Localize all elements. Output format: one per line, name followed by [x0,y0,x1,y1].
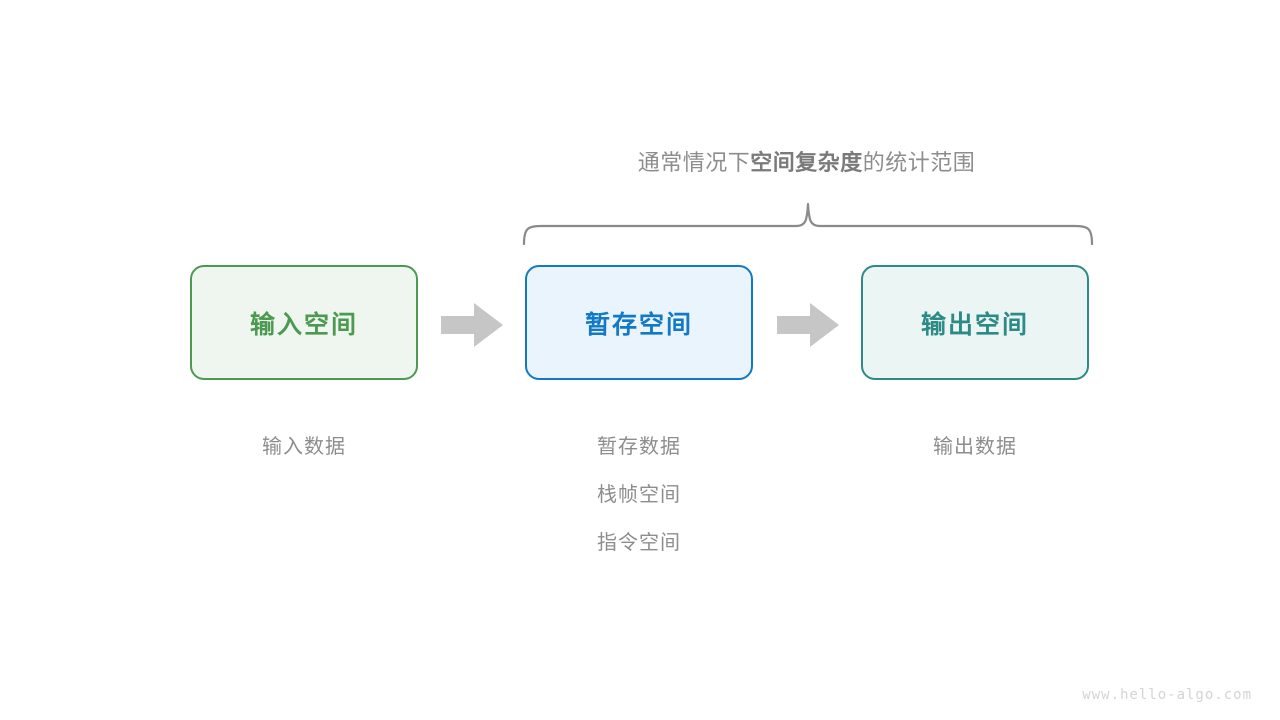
scope-brace [518,198,1096,246]
box-output-space-label: 输出空间 [920,310,1029,339]
brace-icon [522,202,1094,246]
caption-line: 指令空间 [597,532,681,554]
brace-title-emphasis: 空间复杂度 [750,150,863,175]
caption-line: 栈帧空间 [597,484,681,506]
caption-column-output: 输出数据 [861,423,1089,471]
caption-column-temp: 暂存数据 栈帧空间 指令空间 [525,423,753,567]
caption-column-input: 输入数据 [190,423,418,471]
arrow-temp-to-output [777,303,839,347]
box-output-space: 输出空间 [861,265,1089,380]
arrow-input-to-temp [441,303,503,347]
arrow-right-icon [441,303,503,347]
box-temp-space-label: 暂存空间 [584,310,693,339]
arrow-right-icon [777,303,839,347]
caption-line: 输出数据 [933,436,1017,458]
box-input-space-label: 输入空间 [249,310,358,339]
box-temp-space: 暂存空间 [525,265,753,380]
brace-title-prefix: 通常情况下 [637,150,751,175]
box-input-space: 输入空间 [190,265,418,380]
brace-title-suffix: 的统计范围 [862,150,976,175]
caption-line: 输入数据 [262,436,346,458]
watermark: www.hello-algo.com [1082,687,1252,703]
caption-line: 暂存数据 [597,436,681,458]
brace-title: 通常情况下空间复杂度的统计范围 [523,146,1090,180]
